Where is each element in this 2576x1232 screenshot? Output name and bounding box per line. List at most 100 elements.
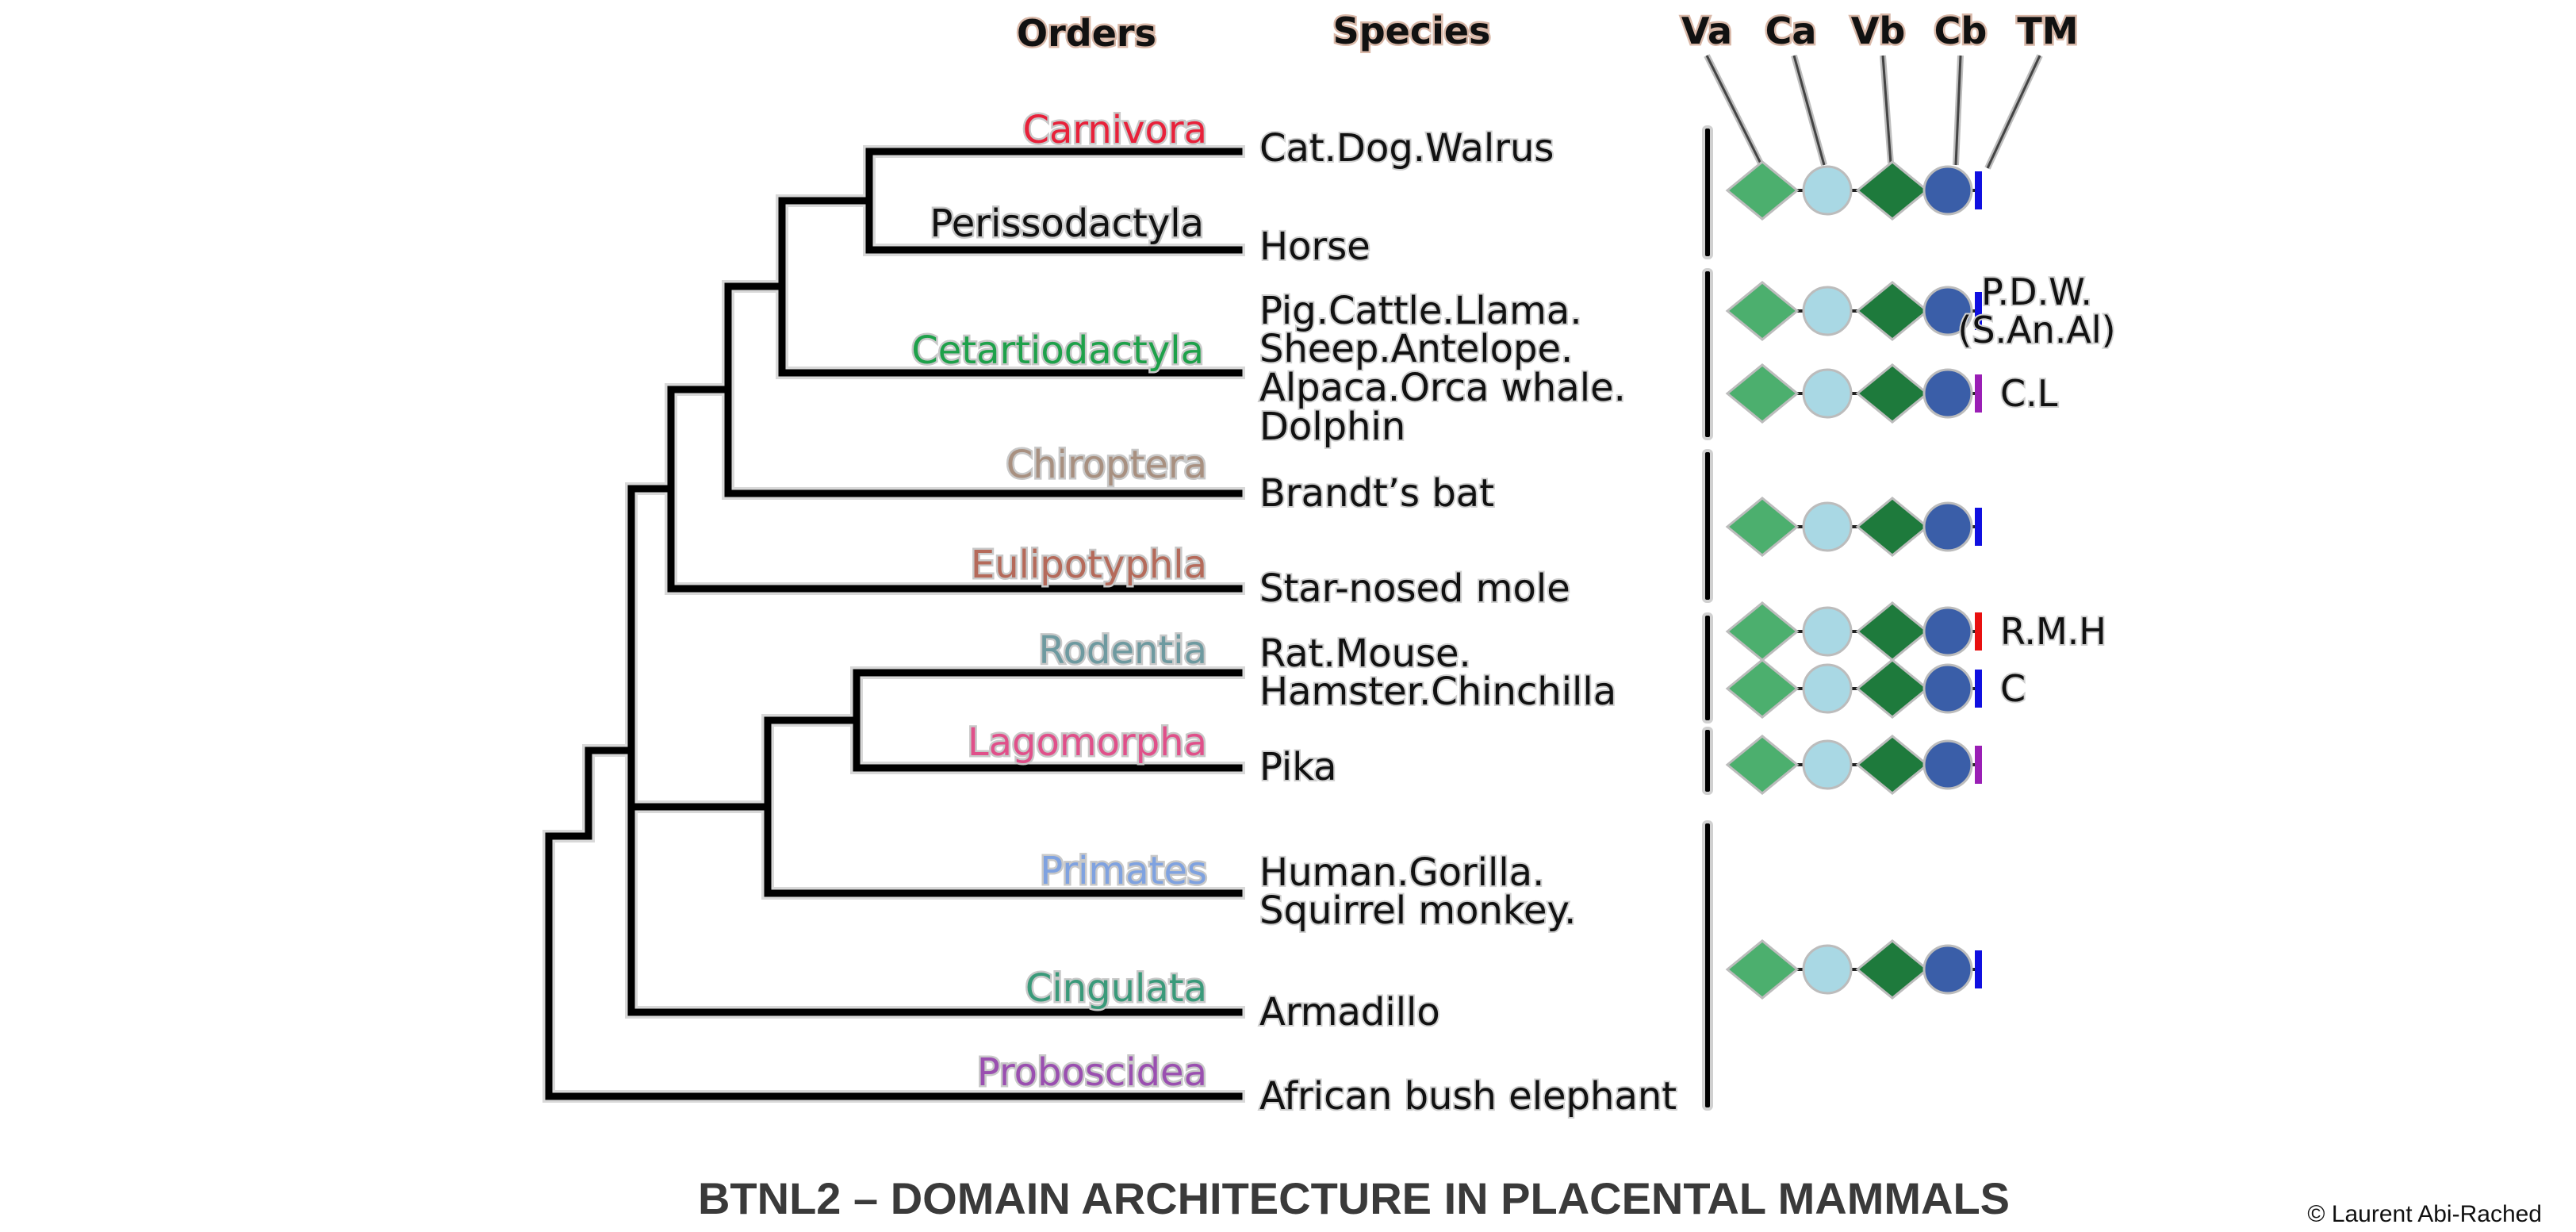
architecture-row: C.L: [1725, 363, 2060, 424]
species-label: Armadillo: [1259, 990, 1440, 1034]
vb-domain: [1855, 281, 1930, 341]
cb-domain: [1922, 606, 1973, 657]
architecture-row: R.M.H: [1725, 601, 2108, 662]
architecture-note: R.M.H: [2000, 610, 2106, 653]
group-bar: [1702, 449, 1713, 603]
tm-domain: [1975, 612, 1982, 651]
order-label-rodentia: Rodentia: [1038, 628, 1207, 673]
group-bar: [1702, 268, 1713, 440]
ca-domain: [1802, 606, 1853, 657]
species-label: Star-nosed mole: [1259, 566, 1570, 611]
ca-domain: [1802, 368, 1853, 419]
ca-domain: [1802, 165, 1853, 216]
ca-domain: [1802, 663, 1853, 714]
order-label-carnivora: Carnivora: [1023, 108, 1208, 152]
cb-domain: [1922, 663, 1973, 714]
group-bar: [1702, 612, 1713, 723]
ca-domain: [1802, 286, 1853, 336]
species-label: Squirrel monkey.: [1259, 888, 1576, 933]
cb-domain: [1922, 165, 1973, 216]
species-label: African bush elephant: [1259, 1074, 1677, 1119]
vb-domain: [1855, 658, 1930, 719]
architecture-note: P.D.W.: [1981, 271, 2092, 313]
architecture-note: C.L: [2000, 372, 2058, 415]
order-labels: Carnivora Perissodactyla Cetartiodactyla…: [910, 106, 1209, 1097]
species-label: Alpaca.Orca whale.: [1259, 366, 1626, 410]
ca-domain: [1802, 739, 1853, 790]
vb-domain: [1855, 939, 1930, 1000]
order-label-perissodactyla: Perissodactyla: [930, 201, 1204, 246]
cb-domain: [1922, 501, 1973, 552]
species-label: Pika: [1259, 745, 1337, 789]
tm-domain: [1975, 292, 1982, 330]
species-label: Rat.Mouse.: [1259, 631, 1471, 676]
species-label: Sheep.Antelope.: [1259, 327, 1573, 371]
species-label: Hamster.Chinchilla: [1259, 670, 1616, 714]
cb-domain: [1922, 368, 1973, 419]
tm-domain: [1975, 374, 1982, 413]
tm-domain: [1975, 508, 1982, 546]
order-label-cingulata: Cingulata: [1025, 966, 1207, 1011]
architecture-row: [1725, 939, 1982, 1000]
vb-domain: [1855, 363, 1930, 424]
va-domain: [1725, 658, 1800, 719]
species-label: Pig.Cattle.Llama.: [1259, 289, 1582, 333]
va-domain: [1725, 939, 1800, 1000]
species-label: Human.Gorilla.: [1259, 850, 1544, 895]
va-domain: [1725, 601, 1800, 662]
species-label: Dolphin: [1259, 405, 1405, 449]
figure-title: BTNL2 – DOMAIN ARCHITECTURE IN PLACENTAL…: [698, 1173, 2010, 1223]
domain-header-ca: Ca: [1765, 10, 1817, 52]
va-domain: [1725, 735, 1800, 795]
vb-domain: [1855, 601, 1930, 662]
order-label-lagomorpha: Lagomorpha: [968, 720, 1207, 765]
domain-architectures: P.D.W.(S.An.Al) C.L R.M.H C: [1725, 160, 2118, 1000]
phylogenetic-tree: [542, 145, 1245, 1103]
tm-domain: [1975, 171, 1982, 209]
domain-header-vb: Vb: [1851, 10, 1906, 52]
domain-header-tm: TM: [2017, 10, 2078, 52]
group-bar: [1702, 125, 1713, 259]
architecture-row: [1725, 735, 1982, 795]
copyright: © Laurent Abi-Rached: [2307, 1201, 2542, 1227]
species-label: Brandt’s bat: [1259, 471, 1494, 516]
grouping-bars: [1702, 125, 1713, 1111]
header-pointers: [1704, 54, 2043, 170]
order-label-chiroptera: Chiroptera: [1006, 443, 1207, 487]
tm-domain: [1975, 950, 1982, 988]
order-label-primates: Primates: [1040, 849, 1207, 893]
vb-domain: [1855, 160, 1930, 221]
order-label-eulipotyphla: Eulipotyphla: [971, 543, 1207, 587]
architecture-row: C: [1725, 658, 2027, 719]
architecture-note: C: [2000, 667, 2026, 710]
va-domain: [1725, 160, 1800, 221]
ca-domain: [1802, 501, 1853, 552]
vb-domain: [1855, 497, 1930, 557]
species-header: Species: [1333, 10, 1491, 52]
architecture-row: [1725, 160, 1982, 221]
domain-header-va: Va: [1681, 10, 1732, 52]
domain-header-cb: Cb: [1934, 10, 1988, 52]
order-label-proboscidea: Proboscidea: [977, 1050, 1207, 1095]
ca-domain: [1802, 944, 1853, 995]
species-labels: Cat.Dog.Walrus Horse Pig.Cattle.Llama. S…: [1258, 125, 1678, 1120]
architecture-note: (S.An.Al): [1957, 309, 2115, 351]
order-label-cetartiodactyla: Cetartiodactyla: [911, 328, 1204, 373]
group-bar: [1702, 820, 1713, 1111]
cb-domain: [1922, 286, 1973, 336]
va-domain: [1725, 497, 1800, 557]
va-domain: [1725, 281, 1800, 341]
group-bar: [1702, 727, 1713, 795]
architecture-row: [1725, 497, 1982, 557]
species-label: Horse: [1259, 225, 1370, 269]
va-domain: [1725, 363, 1800, 424]
tm-domain: [1975, 746, 1982, 784]
cb-domain: [1922, 944, 1973, 995]
orders-header: Orders: [1017, 12, 1156, 55]
vb-domain: [1855, 735, 1930, 795]
tm-domain: [1975, 670, 1982, 708]
cb-domain: [1922, 739, 1973, 790]
species-label: Cat.Dog.Walrus: [1259, 126, 1554, 171]
architecture-row: P.D.W.(S.An.Al): [1725, 269, 2118, 353]
